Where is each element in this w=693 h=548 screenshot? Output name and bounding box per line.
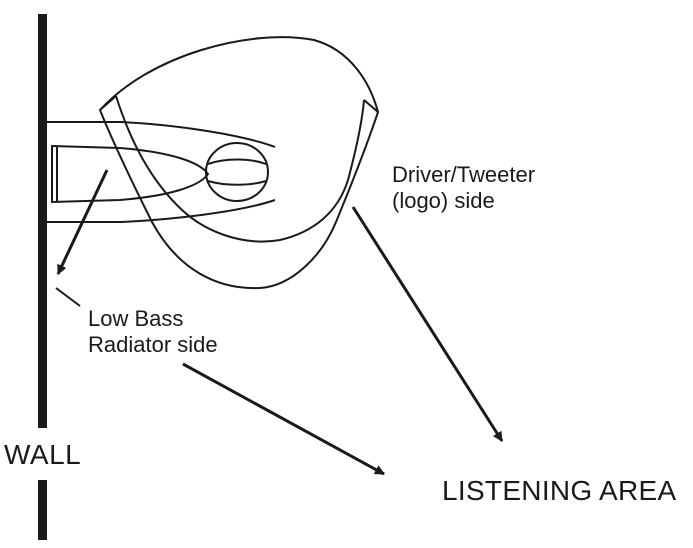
low-bass-radiator-label: Low Bass Radiator side	[88, 306, 218, 358]
wall-lower-segment	[38, 480, 47, 540]
arrows	[56, 169, 504, 476]
wall	[38, 14, 47, 540]
speaker-housing	[98, 36, 380, 290]
driver-ball-seam-upper	[207, 158, 267, 165]
speaker-outer-shell	[98, 36, 380, 290]
driver-ball	[205, 142, 269, 202]
arrow-to-wall	[56, 169, 109, 275]
bass-pointer-line	[55, 287, 81, 307]
driver-label-line1: Driver/Tweeter	[392, 162, 536, 187]
wall-label: WALL	[4, 438, 81, 471]
wall-upper-segment	[38, 14, 47, 428]
bass-label-line2: Radiator side	[88, 331, 218, 357]
bass-label-line1: Low Bass	[88, 306, 184, 331]
listening-area-text: LISTENING AREA	[442, 475, 677, 506]
speaker-rim-left	[99, 95, 117, 111]
driver-ball-seam-lower	[207, 180, 267, 186]
driver-label-line2: (logo) side	[392, 187, 495, 213]
bracket-outer	[47, 121, 276, 223]
arrow-driver-to-listening	[351, 206, 504, 442]
speaker-inner-cavity	[115, 95, 365, 243]
wall-bracket	[47, 121, 276, 223]
wall-label-text: WALL	[4, 439, 82, 470]
listening-area-label: LISTENING AREA	[442, 474, 677, 507]
speaker-rim-right	[363, 99, 379, 113]
driver-ball-outline	[205, 142, 269, 202]
arrow-bass-to-listening	[182, 362, 385, 476]
bracket-inner-loop	[51, 144, 210, 204]
driver-tweeter-label: Driver/Tweeter (logo) side	[392, 162, 535, 214]
